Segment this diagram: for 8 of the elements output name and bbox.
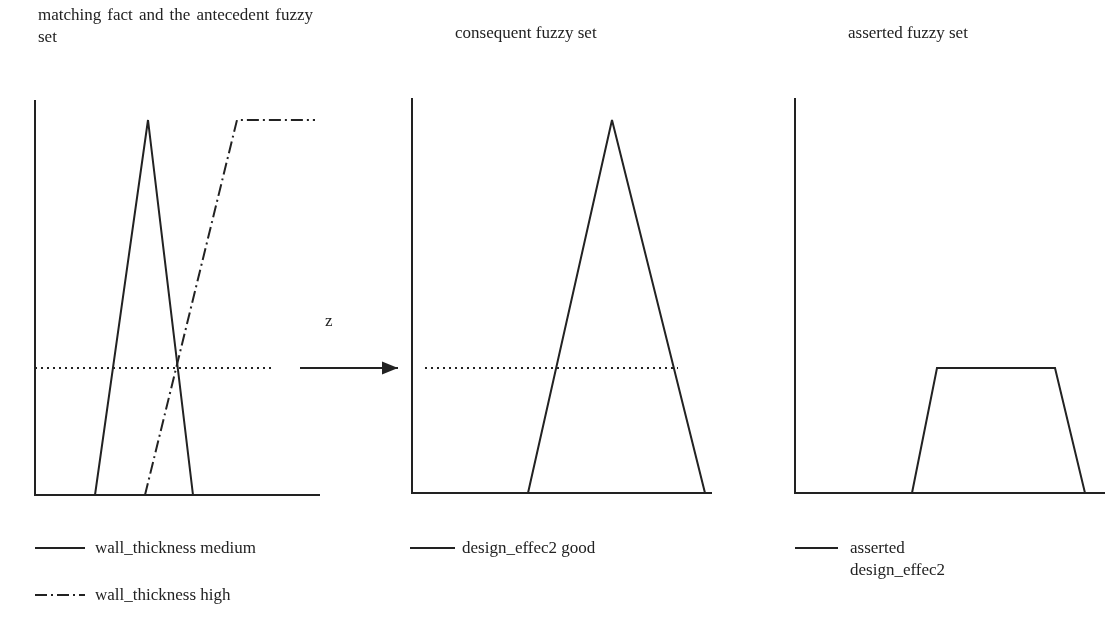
legend-label: design_effec2 good [462,537,596,559]
variable-label: z [325,310,333,332]
legend-label: wall_thickness medium [95,537,256,559]
chart-title: matching fact and the antecedent fuzzy set [38,4,313,48]
chart-title: consequent fuzzy set [455,22,597,44]
legend-label: wall_thickness high [95,584,231,606]
chart-title: asserted fuzzy set [848,22,968,44]
legend-label: asserted design_effec2 [850,537,947,581]
